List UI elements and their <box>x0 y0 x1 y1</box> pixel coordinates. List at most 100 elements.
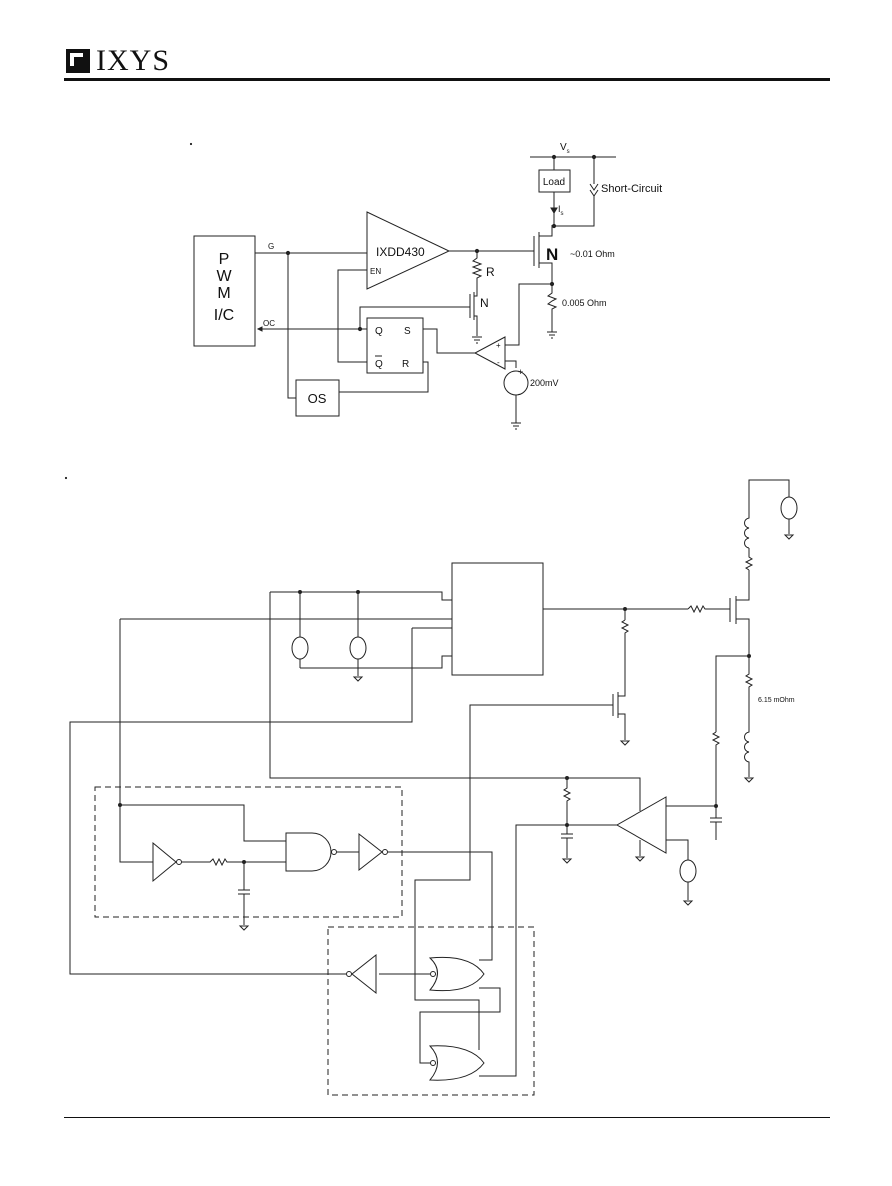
inverter-1 <box>152 841 177 883</box>
source-a <box>291 636 309 660</box>
footer-rule <box>64 1117 830 1118</box>
ixdd430-driver <box>366 211 451 290</box>
ff-r-label: R <box>402 359 409 370</box>
wire-source-comp <box>505 283 552 346</box>
main-mosfet-label: N <box>546 245 558 264</box>
ff-qbar-label: Q <box>375 359 383 370</box>
comparator-top <box>473 336 506 370</box>
driver-en-label: EN <box>370 267 381 276</box>
nor-gate-1 <box>428 956 485 992</box>
pin-g-label: G <box>268 242 274 251</box>
brand-name: IXYS <box>96 44 171 77</box>
driver-ic-box <box>451 562 544 676</box>
wire-direct-nand <box>120 804 286 842</box>
wire-nor2-loop <box>419 987 501 1064</box>
gate-pulldown-resistor <box>620 619 630 690</box>
ground-small-n <box>472 336 482 344</box>
source-b <box>349 636 367 660</box>
nor-2-bubble <box>430 1060 436 1066</box>
sense-resistor <box>546 284 558 332</box>
resistor-r <box>471 251 483 292</box>
load-label: Load <box>543 177 565 188</box>
ground-src-b <box>352 676 364 682</box>
wire-en <box>337 269 367 363</box>
vsrc-minus: - <box>518 389 521 399</box>
driver-label: IXDD430 <box>376 245 425 259</box>
current-arrow <box>550 207 558 214</box>
short-circuit-label: Short-Circuit <box>601 183 662 195</box>
wire-r-os <box>339 361 429 393</box>
mosfet-n-small <box>469 292 478 336</box>
wire-inv2-out <box>388 851 493 961</box>
nor-gate-2 <box>428 1045 485 1081</box>
wire-comp-ref <box>666 839 689 860</box>
wire-comp-top <box>269 592 641 811</box>
power-mosfet <box>722 588 750 656</box>
comp-minus: - <box>497 358 500 367</box>
one-shot-box <box>295 379 340 417</box>
ground-rc <box>238 925 250 931</box>
pullup-resistor <box>562 778 572 825</box>
wire-q-to-n <box>359 306 470 329</box>
ground-pulldown <box>619 740 631 746</box>
source-inductor <box>744 710 750 777</box>
header-rule <box>64 78 830 81</box>
rc-cap <box>238 862 250 925</box>
pwm-label-m: M <box>217 285 230 302</box>
supply-source <box>780 496 798 520</box>
wire-source-filter <box>715 655 749 732</box>
vs-label: Vs <box>560 142 570 155</box>
mosfet-n-label: N <box>480 296 489 310</box>
top-schematic: P W M I/C G OC IXDD430 EN R N N <box>193 142 662 430</box>
comp-plus: + <box>496 341 501 350</box>
os-label: OS <box>308 391 327 406</box>
speck <box>189 142 193 146</box>
filter-resistor <box>711 731 721 806</box>
drain-inductor <box>744 479 790 549</box>
pulldown-mosfet <box>414 690 626 1000</box>
sense-res-label: 6.15 mOhm <box>758 697 795 704</box>
drain-resistor <box>744 548 754 571</box>
voltage-source-200mv <box>503 370 529 396</box>
latch-block <box>327 926 535 1096</box>
wire-nor1-loop <box>414 974 480 1050</box>
wire-in3 <box>300 655 452 669</box>
gate-resistor <box>687 604 722 614</box>
ground-sense <box>547 331 557 339</box>
ground-vsrc <box>511 422 521 430</box>
ground-comp <box>634 856 646 862</box>
ground-supply <box>783 534 795 540</box>
ixys-logo-mark <box>66 49 90 73</box>
inverter-3-bubble <box>346 971 352 977</box>
wire-comp-minus <box>505 360 517 368</box>
ground-source <box>743 777 755 783</box>
wire-comp-out <box>479 824 617 1077</box>
sr-flipflop <box>366 317 424 374</box>
filter-cap <box>710 806 722 840</box>
wire-comp-s <box>423 328 475 354</box>
sense-label: 0.005 Ohm <box>562 298 607 308</box>
ground-comp-cap <box>561 858 573 864</box>
nand-gate <box>285 832 332 872</box>
resistor-r-label: R <box>486 265 495 279</box>
wire-inv3-out <box>69 628 413 975</box>
short-circuit-path <box>554 157 599 227</box>
pwm-label-w: W <box>216 268 232 285</box>
is-label: Is <box>558 204 564 217</box>
ref-source <box>679 859 697 883</box>
wire-in1-down <box>119 619 153 863</box>
comp-out-cap <box>561 825 573 858</box>
wire-g-os <box>287 253 296 399</box>
wire-top-rail <box>270 591 452 601</box>
main-mosfet <box>533 225 553 284</box>
pwm-controller-box <box>193 235 256 347</box>
ixys-logo: IXYS <box>66 46 170 76</box>
nand-bubble <box>331 849 337 855</box>
bottom-schematic: 6.15 mOhm <box>69 479 798 1096</box>
ground-ref <box>682 900 694 906</box>
source-resistor <box>744 656 754 710</box>
inverter-1-bubble <box>176 859 182 865</box>
inverter-2 <box>358 832 383 872</box>
oc-arrow <box>256 326 263 332</box>
comparator-bottom <box>615 796 667 854</box>
